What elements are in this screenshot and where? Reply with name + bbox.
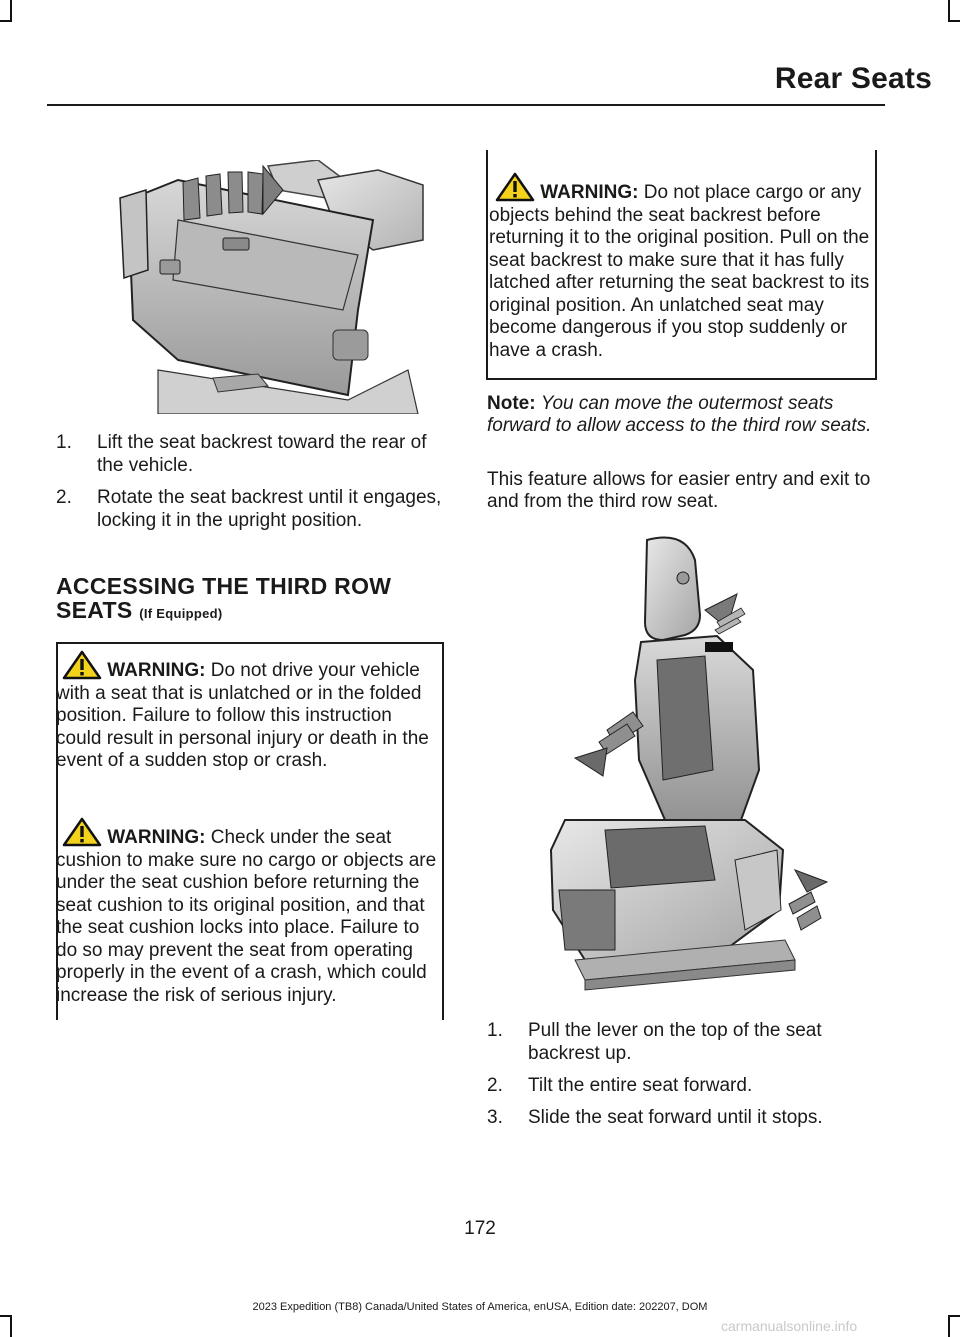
- crop-mark: [0, 1315, 12, 1317]
- step-text: Lift the seat backrest toward the rear o…: [97, 432, 427, 476]
- warning-box-border: [486, 378, 877, 380]
- crop-mark: [10, 0, 12, 22]
- warning-box-border: [486, 150, 488, 380]
- header-divider: [47, 104, 885, 106]
- section-heading-suffix: (If Equipped): [139, 606, 223, 621]
- warning-triangle-icon: [62, 650, 102, 680]
- list-item: 2. Rotate the seat backrest until it enga…: [56, 486, 446, 532]
- note-block: Note: You can move the outermost seats f…: [487, 393, 882, 437]
- warning-box-border: [442, 642, 444, 1020]
- warning-text: Check under the seat cushion to make sur…: [56, 827, 437, 1006]
- crop-mark: [0, 20, 12, 22]
- warning-paragraph: WARNING: Do not drive your vehicle with …: [56, 650, 440, 773]
- warning-text: Do not place cargo or any objects behind…: [489, 182, 870, 361]
- note-label: Note:: [487, 393, 536, 414]
- step-number: 2.: [56, 487, 72, 508]
- step-text: Pull the lever on the top of the seat ba…: [528, 1020, 822, 1064]
- watermark: carmanualsonline.info: [721, 1318, 858, 1334]
- warning-text: Do not drive your vehicle with a seat th…: [56, 660, 429, 771]
- crop-mark: [948, 20, 960, 22]
- list-item: 2. Tilt the entire seat forward.: [487, 1074, 882, 1097]
- warning-label: WARNING:: [540, 182, 639, 203]
- crop-mark: [948, 1315, 950, 1337]
- step-text: Slide the seat forward until it stops.: [528, 1107, 823, 1128]
- step-number: 2.: [487, 1075, 503, 1096]
- crop-mark: [10, 1315, 12, 1337]
- warning-triangle-icon: [62, 817, 102, 847]
- step-number: 1.: [487, 1020, 503, 1041]
- body-paragraph: This feature allows for easier entry and…: [487, 469, 871, 512]
- step-text: Rotate the seat backrest until it engage…: [97, 487, 442, 531]
- section-heading: ACCESSING THE THIRD ROW SEATS (If Equipp…: [56, 574, 456, 626]
- note-text: You can move the outermost seats forward…: [487, 393, 872, 436]
- warning-triangle-icon: [495, 172, 535, 202]
- page-title: Rear Seats: [774, 62, 932, 95]
- crop-mark: [948, 1315, 960, 1317]
- edition-footer: 2023 Expedition (TB8) Canada/United Stat…: [252, 1301, 708, 1313]
- page-number: 172: [464, 1218, 496, 1239]
- list-item: 1. Lift the seat backrest toward the rear…: [56, 431, 446, 477]
- warning-label: WARNING:: [107, 827, 206, 848]
- warning-block: WARNING: Check under the seat cushion to…: [56, 817, 440, 1007]
- step-text: Tilt the entire seat forward.: [528, 1075, 753, 1096]
- warning-paragraph: WARNING: Check under the seat cushion to…: [56, 817, 440, 1007]
- warning-paragraph: WARNING: Do not place cargo or any objec…: [489, 172, 873, 362]
- warning-block: WARNING: Do not place cargo or any objec…: [489, 172, 873, 362]
- list-item: 1. Pull the lever on the top of the seat …: [487, 1019, 882, 1065]
- warning-box-border: [56, 642, 58, 1020]
- access-steps-list: 1. Pull the lever on the top of the seat …: [487, 1019, 882, 1138]
- step-number: 3.: [487, 1107, 503, 1128]
- list-item: 3. Slide the seat forward until it stops.: [487, 1106, 882, 1129]
- seat-tilt-figure: [545, 530, 835, 1000]
- warning-box-border: [875, 150, 877, 380]
- section-heading-text: ACCESSING THE THIRD ROW SEATS: [56, 573, 392, 623]
- warning-box-border: [56, 642, 444, 644]
- seat-backrest-figure: [118, 159, 444, 415]
- crop-mark: [948, 0, 950, 22]
- backrest-steps-list: 1. Lift the seat backrest toward the rear…: [56, 431, 446, 541]
- warning-label: WARNING:: [107, 660, 206, 681]
- warning-block: WARNING: Do not drive your vehicle with …: [56, 650, 440, 773]
- step-number: 1.: [56, 432, 72, 453]
